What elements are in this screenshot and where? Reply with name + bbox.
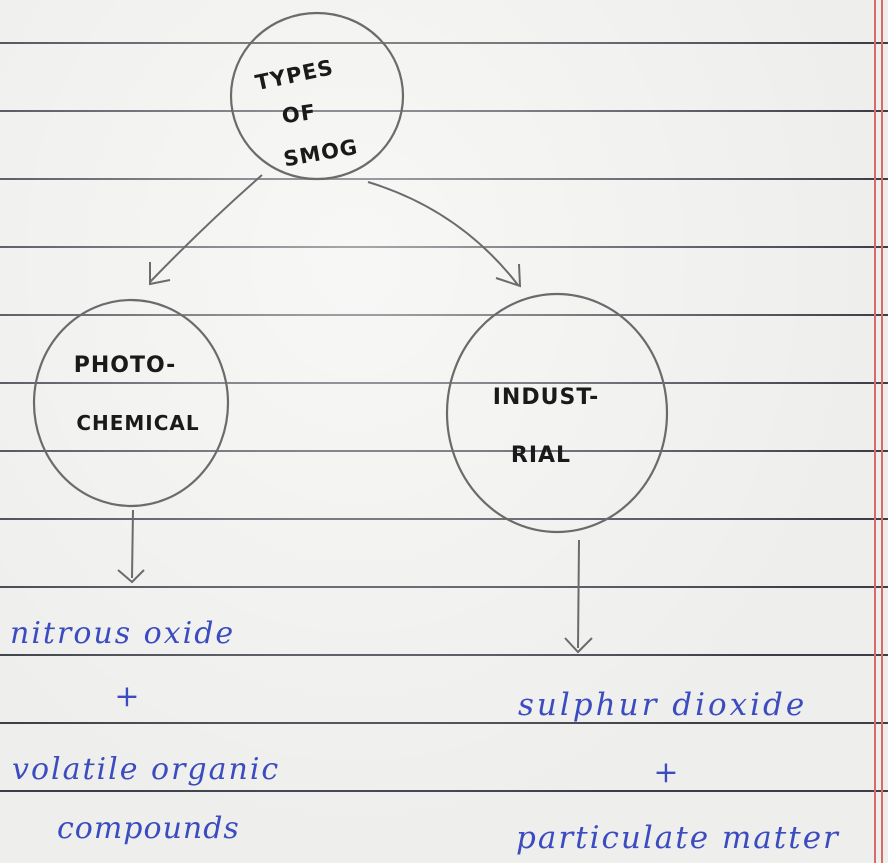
arrowhead-photochemical-down (117, 569, 145, 584)
industrial-node-circle (445, 292, 669, 534)
photochemical-node-circle (32, 298, 230, 508)
root-label-line-3: SMOG (282, 135, 360, 172)
arrowhead-photochemical (149, 262, 171, 286)
photochemical-component-2: volatile organic (12, 752, 280, 787)
arrow-photochemical-down (131, 509, 134, 579)
photochemical-label-line-2: CHEMICAL (76, 411, 199, 435)
margin-line (874, 0, 876, 863)
industrial-component-2: particulate matter (516, 820, 840, 856)
industrial-label-line-2: RIAL (511, 443, 571, 468)
arrowhead-industrial (495, 263, 522, 288)
arrow-root-to-industrial (367, 181, 519, 286)
margin-line (881, 0, 883, 863)
photochemical-component-1: nitrous oxide (10, 616, 235, 651)
root-node-circle (229, 11, 405, 181)
photochemical-label-line-1: PHOTO- (74, 353, 177, 378)
arrow-industrial-down (577, 539, 580, 649)
arrow-root-to-photochemical (149, 174, 263, 283)
arrowhead-industrial-down (564, 637, 593, 654)
industrial-plus: + (653, 755, 678, 790)
industrial-label-line-1: INDUST- (493, 385, 599, 410)
industrial-component-1: sulphur dioxide (518, 687, 807, 723)
root-label-line-1: TYPES (253, 55, 336, 95)
photochemical-component-3: compounds (57, 811, 240, 846)
photochemical-plus: + (114, 679, 139, 714)
root-label-line-2: OF (280, 100, 317, 129)
